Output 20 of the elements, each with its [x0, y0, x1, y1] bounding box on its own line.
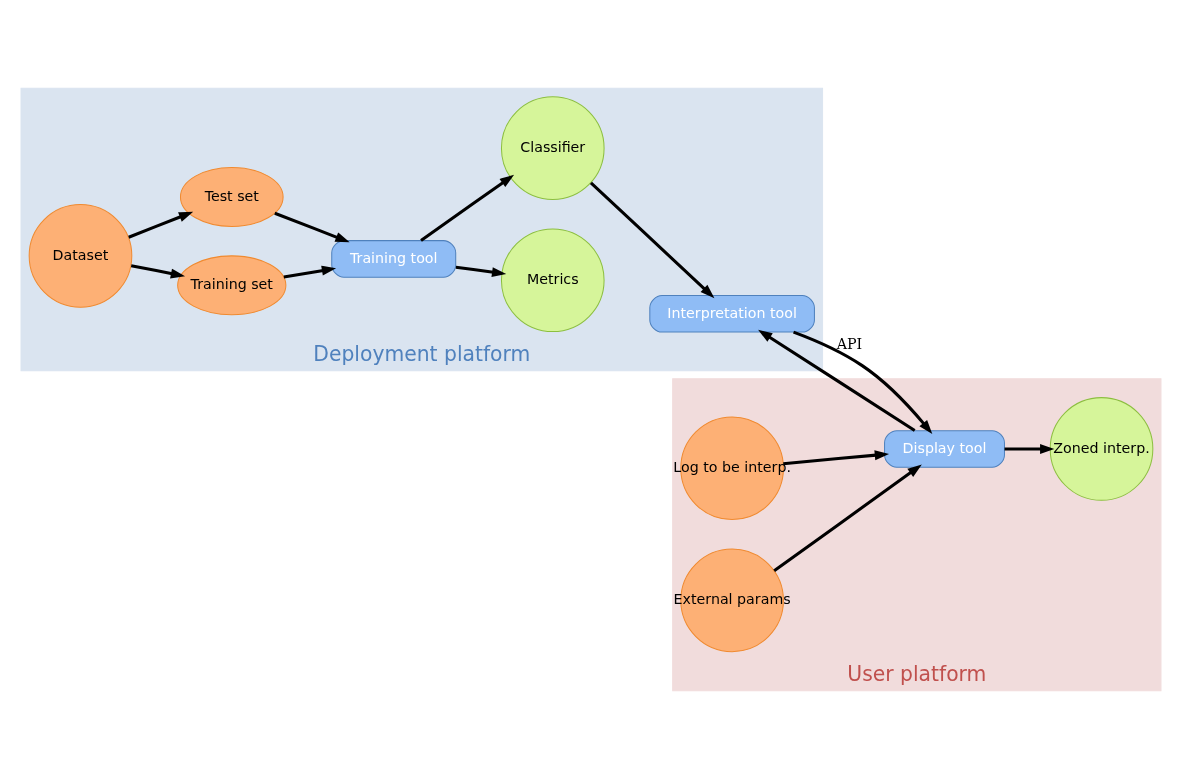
node-box: Training tool: [331, 239, 457, 278]
arrow: [589, 181, 715, 298]
node-box: Interpretation tool: [649, 294, 815, 333]
edge-label: API: [836, 335, 863, 352]
node-circle: Zoned interp.: [1049, 396, 1154, 501]
arrow: [758, 329, 916, 432]
arrow: [283, 265, 337, 278]
arrow: [455, 265, 507, 277]
arrow: [1004, 443, 1055, 454]
node-circle: Dataset: [28, 203, 133, 308]
arrow: [274, 211, 350, 242]
node-ellipse: Training set: [177, 254, 287, 315]
node-box: Display tool: [884, 429, 1005, 468]
arrow: [773, 464, 922, 572]
arrow: [128, 211, 194, 239]
arrow: [793, 330, 933, 434]
arrow: [783, 449, 890, 465]
arrow: [130, 263, 186, 278]
arrow: [420, 174, 515, 242]
node-circle: Metrics: [500, 227, 605, 332]
